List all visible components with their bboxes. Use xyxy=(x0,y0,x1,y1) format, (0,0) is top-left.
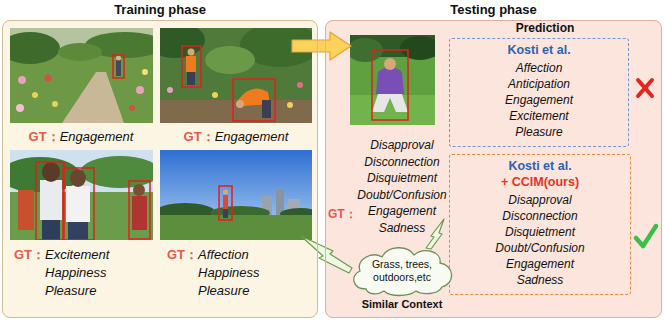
park-people-photo-part xyxy=(68,222,88,240)
garden-photo-part xyxy=(116,60,121,76)
garden-work-photo xyxy=(160,28,312,123)
context-caption: Similar Context xyxy=(362,298,443,311)
context-bolt xyxy=(426,219,444,249)
cloud-shape-part xyxy=(354,248,452,296)
garden-work-photo-part xyxy=(297,82,303,88)
park-sky-photo xyxy=(160,150,312,240)
park-people-photo-part xyxy=(80,156,153,188)
park-people-photo-part xyxy=(36,162,64,240)
garden-work-photo-part xyxy=(205,46,255,74)
park-people-photo-part xyxy=(66,186,90,222)
park-people-photo-part xyxy=(133,184,145,196)
garden-photo-part xyxy=(18,76,26,84)
garden-work-photo-part xyxy=(186,56,196,72)
right-mark xyxy=(636,226,656,246)
park-sky-photo-part xyxy=(160,215,312,240)
emotion-list: Disapproval Disconnection Disquietment D… xyxy=(495,192,584,288)
park-people-photo-part xyxy=(42,220,60,240)
testing-panel-ground xyxy=(325,20,662,318)
ground-truth-emotion: Engagement xyxy=(215,128,289,146)
garden-work-photo-part xyxy=(167,87,173,93)
context-cloud: Grass, trees, outdoors,etcSimilar Contex… xyxy=(346,243,458,297)
garden-work-photo-part xyxy=(212,92,218,98)
phase-heading: Testing phase xyxy=(326,2,661,18)
park-people-photo-part xyxy=(40,180,62,220)
phase-heading: Training phase xyxy=(3,2,317,18)
baseline-prediction-box: Kosti et al. Affection Anticipation Engag… xyxy=(449,38,629,147)
ground-truth-emotions: Disapproval Disconnection Disquietment D… xyxy=(357,137,446,236)
gt-tag: GT： xyxy=(14,246,45,264)
park-sky-photo-part xyxy=(219,186,232,220)
park-people-photo-part xyxy=(129,181,150,239)
park-people-photo-part xyxy=(42,162,60,182)
golf-photo-part xyxy=(372,50,408,120)
golf-photo-part xyxy=(372,94,408,112)
garden-work-photo-part xyxy=(187,72,195,85)
golf-photo xyxy=(350,35,435,125)
ccim-prediction-box: Kosti et al.+ CCIM(ours) Disapproval Disc… xyxy=(449,154,631,295)
context-bolt xyxy=(301,236,352,273)
ground-truth-emotion: Engagement xyxy=(60,128,134,146)
garden-work-photo-part xyxy=(160,100,312,123)
ground-truth-emotions: Affection Happiness Pleasure xyxy=(198,246,259,300)
wrong-mark xyxy=(638,80,652,96)
park-people-photo-part xyxy=(132,196,147,230)
gt-tag: GT： xyxy=(184,128,215,146)
model-name: Kosti et al. xyxy=(454,158,626,174)
garden-work-photo-part xyxy=(287,102,293,108)
golf-photo-part xyxy=(400,36,435,60)
gt-tag: GT： xyxy=(29,128,60,146)
garden-photo-part xyxy=(58,43,102,61)
park-sky-photo-part xyxy=(160,150,312,240)
golf-photo-part xyxy=(376,67,404,94)
context-words: Grass, trees, outdoors,etc xyxy=(358,258,446,283)
ground-truth-emotions: Excitement Happiness Pleasure xyxy=(45,246,109,300)
park-people-photo-part xyxy=(70,169,86,187)
garden-work-photo-part xyxy=(188,49,195,56)
park-sky-photo-part xyxy=(223,209,228,218)
garden-photo-part xyxy=(32,92,38,98)
park-sky-photo-part xyxy=(223,195,228,209)
gt-tag: GT： xyxy=(328,206,357,223)
garden-photo-part xyxy=(16,104,24,112)
garden-photo-part xyxy=(45,75,52,82)
garden-photo xyxy=(10,28,153,123)
garden-work-photo-part xyxy=(236,100,244,108)
garden-photo-part xyxy=(52,101,58,107)
garden-work-photo-part xyxy=(233,79,275,121)
testing-panel: Testing phaseKosti et al.Affection Antic… xyxy=(325,20,662,318)
garden-photo-part xyxy=(113,55,124,78)
transfer-arrow xyxy=(292,32,351,60)
emotion-list: Affection Anticipation Engagement Excite… xyxy=(505,60,573,140)
garden-work-photo-part xyxy=(262,100,271,118)
garden-photo-part xyxy=(136,86,144,94)
garden-photo-part xyxy=(129,105,135,111)
wrong-mark-part xyxy=(638,80,652,96)
park-people-photo xyxy=(10,150,153,240)
golf-photo-part xyxy=(384,58,396,70)
gt-tag: GT： xyxy=(167,246,198,264)
park-people-photo-part xyxy=(63,168,94,240)
wrong-mark-part xyxy=(638,80,652,96)
garden-photo-part xyxy=(116,56,121,61)
garden-photo-part xyxy=(10,32,60,64)
garden-photo-part xyxy=(62,72,124,123)
garden-photo-part xyxy=(142,69,148,75)
model-name: Kosti et al. xyxy=(454,42,624,58)
garden-work-photo-part xyxy=(182,46,201,87)
method-name: + CCIM(ours) xyxy=(454,174,626,190)
park-sky-photo-part xyxy=(223,190,228,195)
park-people-photo-part xyxy=(18,190,34,230)
prediction-heading: Prediction xyxy=(516,21,575,36)
